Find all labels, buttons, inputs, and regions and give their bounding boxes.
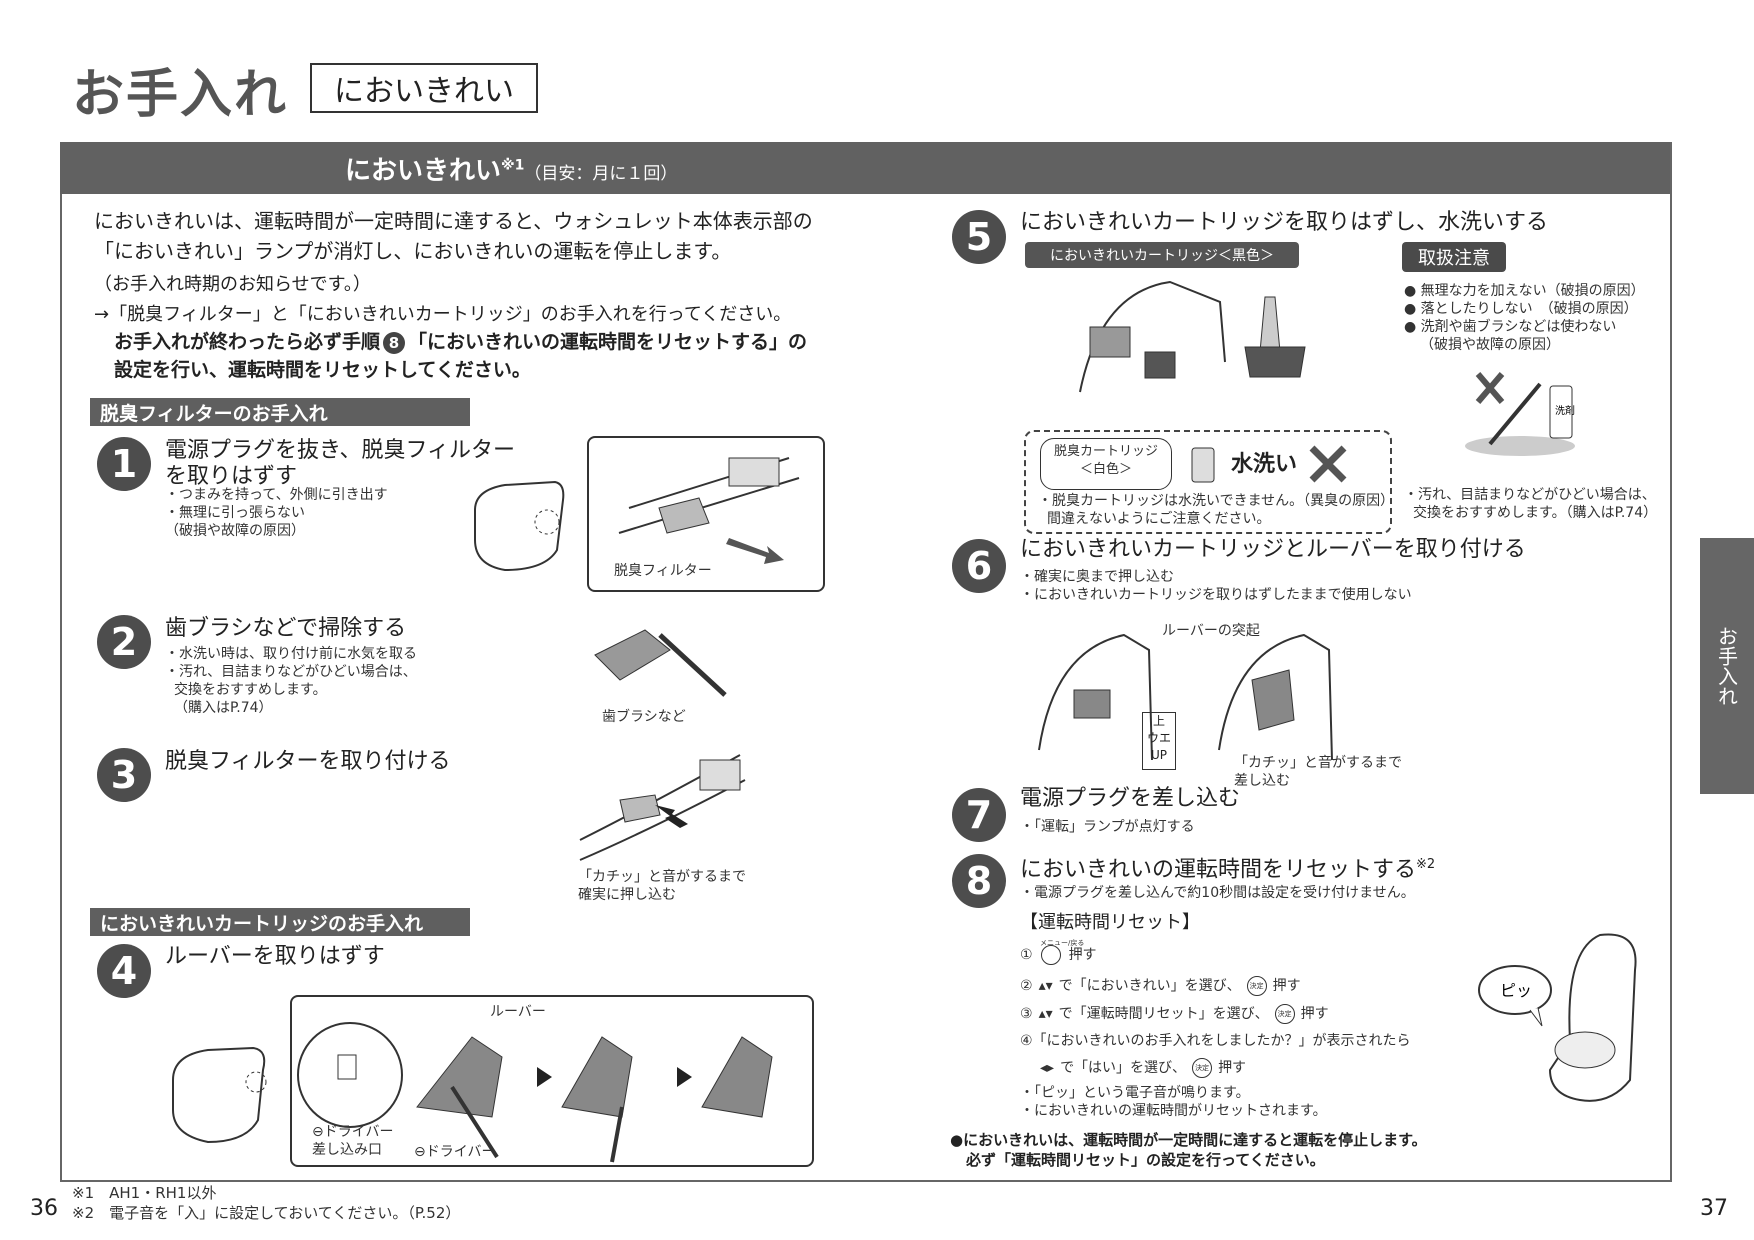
white-cartridge-icon [1191,447,1215,483]
reset-step-2: ②▴▾ で「においきれい」を選び、 決定 押す [1020,976,1301,996]
reset-step-1: ① 押す [1020,945,1097,965]
side-tab: お手入れ [1700,538,1754,794]
enter-button-icon: 決定 [1192,1058,1213,1078]
step-1-notes: ・つまみを持って、外側に引き出す・無理に引っ張らない（破損や故障の原因） [165,487,388,539]
band-title: においきれい※1（目安：月に１回） [345,156,678,186]
step-4-title: ルーバーを取りはずす [165,944,385,969]
replacement-note: ・汚れ、目詰まりなどがひどい場合は、交換をおすすめします。（購入はP.74） [1404,487,1658,521]
step-8-title: においきれいの運転時間をリセットする※2 [1020,857,1436,883]
toilet-side-illustration [474,480,565,572]
section-label-box: においきれい [310,63,538,113]
page-number-left: 36 [30,1196,58,1221]
step-7-note: ・「運転」ランプが点灯する [1020,819,1195,835]
toilet-illustration-step4 [172,1046,267,1144]
step-2-badge: 2 [97,615,151,669]
deodorant-warning-box: 脱臭カートリッジ＜白色＞ 水洗い ・脱臭カートリッジは水洗いできません。（異臭の… [1024,430,1395,534]
step-ref-badge: 8 [383,332,406,354]
step-6-title: においきれいカートリッジとルーバーを取り付ける [1020,537,1526,562]
step-6-badge: 6 [952,539,1006,593]
beep-label: ピッ [1500,981,1532,1000]
driver-label: ⊖ドライバー [414,1144,496,1160]
x-mark-icon [1309,445,1347,483]
section-band: においきれい※1（目安：月に１回） [60,142,1670,194]
menu-button-icon [1040,945,1061,965]
louver-bump-label: ルーバーの突起 [1162,623,1260,639]
enter-button-icon: 決定 [1246,976,1267,996]
toothbrush-label: 歯ブラシなど [602,709,686,725]
step-3-title: 脱臭フィルターを取り付ける [165,749,451,774]
reset-step-3: ③▴▾ で「運転時間リセット」を選び、 決定 押す [1020,1004,1329,1024]
filter-label: 脱臭フィルター [614,563,712,579]
step-2-title: 歯ブラシなどで掃除する [165,616,407,641]
louver-label: ルーバー [490,1004,546,1020]
step-5-title: においきれいカートリッジを取りはずし、水洗いする [1020,210,1549,235]
page-number-right: 37 [1700,1196,1728,1221]
caution-list: ● 無理な力を加えない（破損の原因）● 落としたりしない （破損の原因）● 洗剤… [1404,283,1645,353]
step-7-badge: 7 [952,788,1006,842]
toothbrush-illustration [594,629,727,697]
cartridge-removal-illustration [1079,280,1306,393]
step-1-title: 電源プラグを抜き、脱臭フィルターを取りはずす [165,438,516,489]
filter-illustration: 脱臭フィルター [587,436,825,592]
enter-button-icon: 決定 [1274,1004,1295,1024]
page-title: お手入れ [72,65,289,125]
step-3-caption: 「カチッ」と音がするまで確実に押し込む [578,869,746,903]
step-6-notes: ・確実に奥まで押し込む・においきれいカートリッジを取りはずしたままで使用しない [1020,569,1412,603]
deodorant-note: ・脱臭カートリッジは水洗いできません。（異臭の原因）間違えないようにご注意くださ… [1038,493,1395,527]
deodorant-cartridge-label: 脱臭カートリッジ＜白色＞ [1040,438,1172,490]
reset-step-4b: ◂▸ で「はい」を選び、 決定 押す [1040,1058,1247,1078]
louver-removal-illustration: ルーバー ⊖ドライバー差し込み口 ⊖ドライバー [290,995,814,1167]
reset-step-4: ④「においきれいのお手入れをしましたか？」が表示されたら [1020,1033,1411,1049]
up-down-arrow-icon: ▴▾ [1038,978,1053,994]
filter-insert-illustration [579,754,746,861]
up-down-arrow-icon: ▴▾ [1038,1006,1053,1022]
reset-results: ・「ピッ」という電子音が鳴ります。・においきれいの運転時間がリセットされます。 [1020,1085,1327,1119]
step-2-notes: ・水洗い時は、取り付け前に水気を取る・汚れ、目詰まりなどがひどい場合は、 交換を… [165,646,417,716]
footnote-2: ※2 電子音を「入」に設定しておいてください。（P.52） [72,1204,461,1222]
cartridge-black-label: においきれいカートリッジ＜黒色＞ [1025,242,1299,268]
step-5-badge: 5 [952,210,1006,264]
toilet-beep-illustration: ピッ [1478,933,1637,1102]
no-brush-detergent-illustration: 洗剤 [1465,372,1575,456]
step-4-badge: 4 [97,944,151,998]
bottom-note: ●においきれいは、運転時間が一定時間に達すると運転を停止します。必ず「運転時間リ… [950,1131,1427,1169]
left-right-arrow-icon: ◂▸ [1040,1060,1055,1076]
step-6-caption: 「カチッ」と音がするまで差し込む [1234,755,1402,789]
footnote-1: ※1 AH1・RH1以外 [72,1184,217,1202]
step-8-badge: 8 [952,854,1006,908]
driver-slot-label: ⊖ドライバー差し込み口 [312,1124,394,1158]
step-1-badge: 1 [97,437,151,491]
reset-title: 【運転時間リセット】 [1020,912,1200,933]
detergent-label: 洗剤 [1555,404,1575,417]
intro-text: においきれいは、運転時間が一定時間に達すると、ウォシュレット本体表示部の 「にお… [94,209,813,325]
caution-badge: 取扱注意 [1402,242,1506,272]
section-header-cartridge: においきれいカートリッジのお手入れ [90,908,470,936]
wash-label: 水洗い [1231,452,1298,477]
cartridge-install-illustration [1038,633,1333,761]
step-8-note: ・電源プラグを差し込んで約10秒間は設定を受け付けません。 [1020,885,1415,901]
menu-button-label: メニュー/戻る [1040,939,1085,947]
step-3-badge: 3 [97,748,151,802]
section-header-filter: 脱臭フィルターのお手入れ [90,398,470,426]
step-7-title: 電源プラグを差し込む [1020,786,1241,811]
